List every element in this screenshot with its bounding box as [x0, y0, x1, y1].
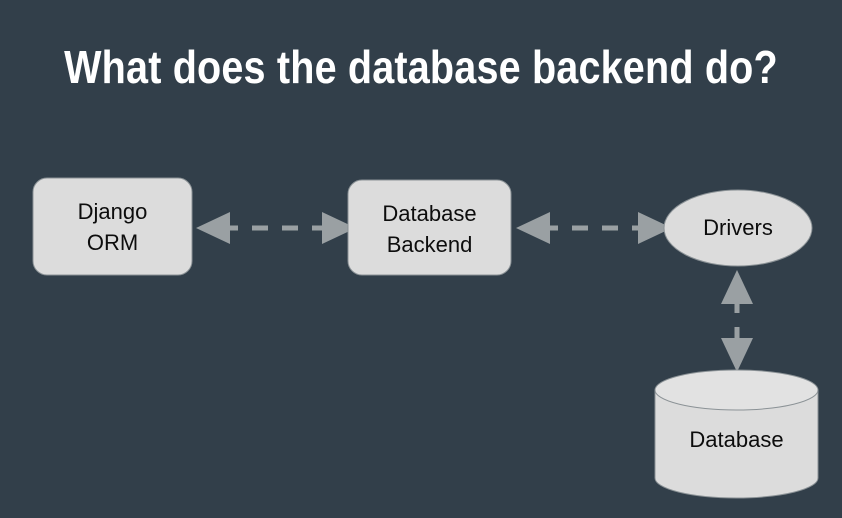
node-database-backend[interactable]	[347, 179, 512, 276]
node-database-body	[654, 389, 819, 499]
node-drivers[interactable]	[663, 189, 813, 267]
page-title: What does the database backend do?	[64, 41, 778, 93]
edge-orm-backend-arrowhead-right	[322, 212, 356, 244]
edge-orm-backend-arrowhead-left	[196, 212, 230, 244]
node-database[interactable]	[654, 369, 819, 499]
edge-orm-backend	[196, 212, 356, 244]
edge-backend-drivers	[516, 212, 672, 244]
edge-drivers-database-arrowhead-up	[721, 270, 753, 304]
edge-backend-drivers-arrowhead-right	[638, 212, 672, 244]
edge-backend-drivers-arrowhead-left	[516, 212, 550, 244]
node-database-top-ellipse	[654, 369, 819, 411]
node-django-orm[interactable]	[32, 177, 193, 276]
edge-drivers-database-arrowhead-down	[721, 338, 753, 372]
edge-drivers-database	[721, 270, 753, 372]
